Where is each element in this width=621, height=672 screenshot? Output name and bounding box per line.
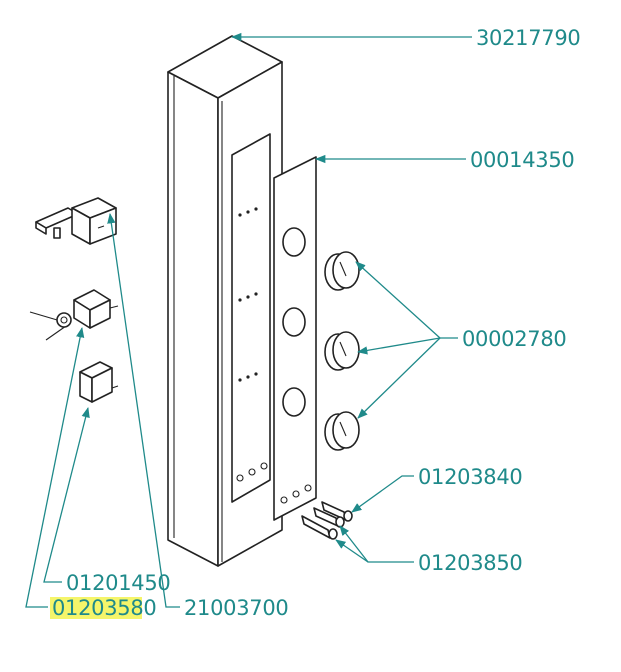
callout-knobs[interactable]: 00002780 [462,327,567,351]
energy-regulator[interactable] [35,197,117,245]
housing-body[interactable] [167,35,283,567]
callout-lamp-b[interactable]: 01203850 [418,551,523,575]
callout-panel[interactable]: 00014350 [470,148,575,172]
knob-1[interactable] [324,251,360,291]
knob-3[interactable] [324,411,360,451]
rotary-switch[interactable] [29,289,119,341]
knob-2[interactable] [324,331,360,371]
leader-lines [25,32,472,608]
indicator-lamp-b[interactable] [301,507,345,540]
indicator-lamp-a[interactable] [321,501,353,522]
mounting-holes [236,207,268,482]
small-switch[interactable] [79,361,119,403]
callout-switch-b[interactable]: 01203580 [52,596,157,620]
callout-switch-a[interactable]: 01201450 [66,571,171,595]
callout-lamp-a[interactable]: 01203840 [418,465,523,489]
callout-highlight [50,597,142,619]
control-panel[interactable] [273,156,317,521]
callout-body[interactable]: 30217790 [476,26,581,50]
callout-regulator[interactable]: 21003700 [184,596,289,620]
